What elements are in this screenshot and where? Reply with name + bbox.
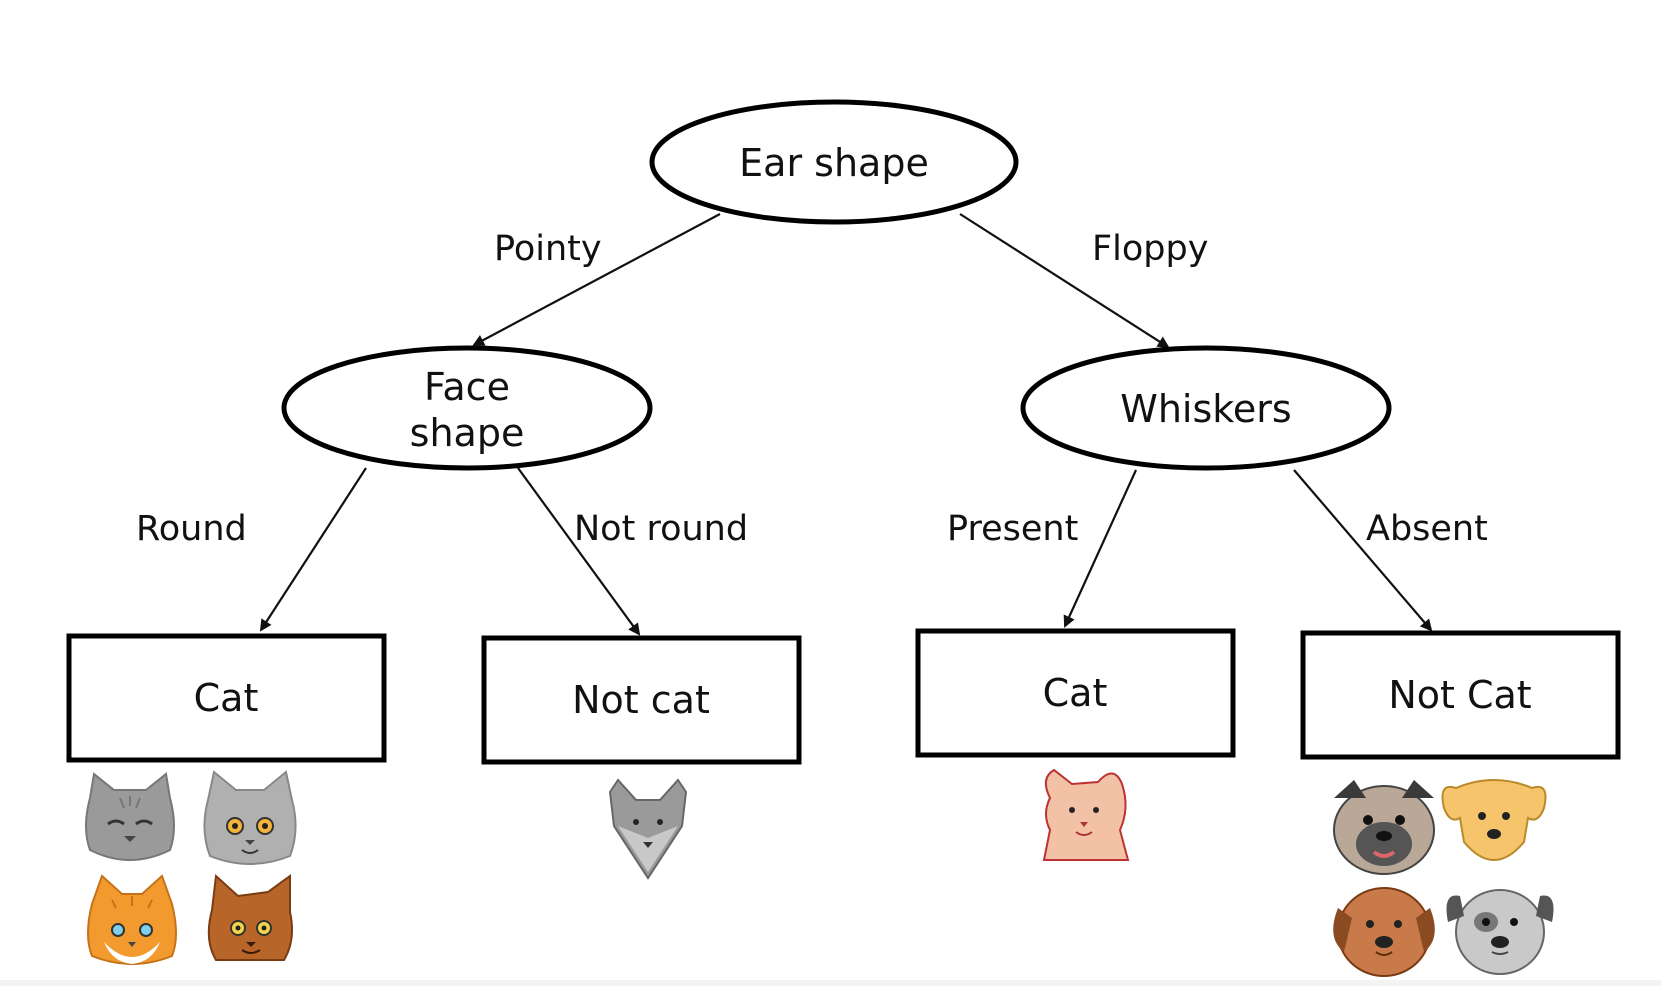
leaf-cat-2-box [915, 628, 1236, 758]
pink-floppy-ear-cat-icon [1042, 768, 1130, 861]
node-ear-shape: Ear shape [649, 99, 1019, 225]
leaf-cat-2: Cat [915, 628, 1236, 758]
gray-cat-pointy-face-icon [608, 778, 688, 880]
pug-dog-icon [1333, 780, 1435, 875]
brown-cat-icon [207, 873, 293, 961]
brown-dog-icon [1333, 887, 1435, 977]
leaf-not-cat-box [481, 635, 802, 765]
leaf-not-cat: Not cat [481, 635, 802, 765]
node-ear-shape-ellipse [649, 99, 1019, 225]
leaf-cat-2-label: Cat [1043, 671, 1108, 715]
node-whiskers-ellipse [1020, 345, 1392, 471]
leaf-not-cat-2-label: Not Cat [1388, 673, 1531, 717]
edge-label-absent: Absent [1366, 509, 1488, 549]
leaf-not-cat-2-box [1300, 630, 1621, 760]
edge-absent [1293, 469, 1433, 632]
edge-label-round: Round [136, 509, 247, 549]
node-whiskers: Whiskers [1020, 345, 1392, 471]
leaf-not-cat-2: Not Cat [1300, 630, 1621, 760]
edge-label-not-round: Not round [574, 509, 748, 549]
edge-not-round [517, 467, 641, 636]
gray-fluffy-cat-icon [203, 770, 297, 865]
leaf-cat-1-label: Cat [194, 676, 259, 720]
node-whiskers-label: Whiskers [1120, 387, 1291, 431]
node-face-shape-ellipse [281, 345, 653, 471]
leaf-cat-1: Cat [66, 633, 387, 763]
edge-pointy [472, 213, 721, 346]
gray-dog-icon [1446, 889, 1554, 975]
gray-tabby-cat-icon [85, 772, 175, 861]
edge-label-pointy: Pointy [494, 229, 602, 269]
edge-floppy [959, 213, 1170, 349]
yellow-dog-icon [1441, 779, 1547, 861]
leaf-not-cat-label: Not cat [572, 678, 710, 722]
edge-label-floppy: Floppy [1092, 229, 1208, 269]
edge-label-present: Present [947, 509, 1078, 549]
node-ear-shape-label: Ear shape [739, 141, 929, 185]
leaf-cat-1-box [66, 633, 387, 763]
edge-present [1063, 469, 1138, 628]
node-face-shape-label-line1: Face [424, 365, 510, 409]
bottom-strip [0, 980, 1661, 986]
edge-round [259, 467, 367, 632]
orange-cat-icon [87, 874, 177, 965]
node-face-shape-label-line2: shape [410, 411, 525, 455]
node-face-shape: Face shape [281, 345, 653, 471]
